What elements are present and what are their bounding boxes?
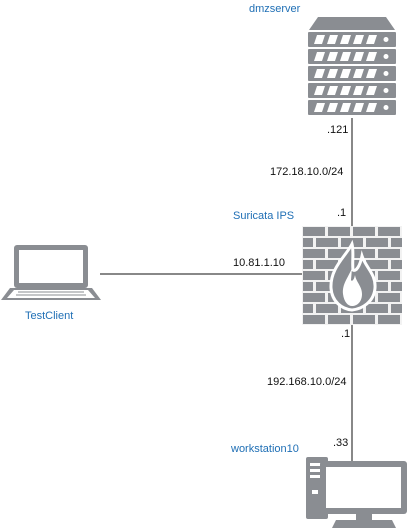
desktop-computer-icon[interactable] (306, 457, 407, 528)
firewall-brick (303, 238, 313, 247)
rack-slot (353, 103, 364, 112)
firewall-brick (303, 282, 313, 291)
lan-host-ip-label: .33 (333, 437, 348, 449)
dmz-host-ip-label: .121 (327, 124, 348, 136)
firewall-brick (353, 315, 375, 324)
firewall-brick (391, 238, 402, 247)
rack-slot (366, 103, 377, 112)
rack-slot (340, 103, 351, 112)
rack-slot (340, 86, 351, 95)
rack-slot (366, 35, 377, 44)
rack-slot (314, 35, 325, 44)
testclient-label: TestClient (25, 310, 73, 322)
rack-slot (327, 35, 338, 44)
dmz-subnet-label: 172.18.10.0/24 (270, 166, 343, 178)
firewall-brick (316, 304, 338, 313)
firewall-brick (378, 249, 400, 258)
rack-slot (327, 103, 338, 112)
firewall-brick (328, 315, 350, 324)
firewall-brick (303, 271, 325, 280)
rack-slot (327, 86, 338, 95)
firewall-brick (391, 304, 402, 313)
rack-slot (366, 52, 377, 61)
rack-slot (314, 69, 325, 78)
firewall-brick (303, 293, 325, 302)
firewall-brick (303, 227, 325, 236)
rack-slot (327, 69, 338, 78)
firewall-brick (366, 238, 388, 247)
firewall-brick (378, 293, 400, 302)
firewall-brick (378, 227, 400, 236)
firewall-brick (316, 260, 338, 269)
firewall-brick (378, 315, 400, 324)
firewall-brick (303, 260, 313, 269)
firewall-brick (316, 282, 338, 291)
rack-slot (366, 69, 377, 78)
firewall-brick (316, 238, 338, 247)
flame-icon (329, 239, 377, 312)
firewall-brick (328, 249, 350, 258)
firewall-brick (391, 260, 402, 269)
rack-slot (340, 52, 351, 61)
lan-subnet-label: 192.168.10.0/24 (267, 376, 347, 388)
laptop-icon[interactable] (1, 245, 101, 300)
rack-led (383, 54, 389, 59)
workstation-label: workstation10 (230, 443, 299, 455)
firewall-icon[interactable] (302, 226, 402, 325)
firewall-brick (366, 260, 388, 269)
rack-slot (353, 69, 364, 78)
firewall-brick (353, 227, 375, 236)
firewall-brick (303, 249, 325, 258)
lan-gateway-ip-label: .1 (341, 328, 350, 340)
rack-led (383, 37, 389, 42)
firewall-label: Suricata IPS (233, 210, 294, 222)
firewall-brick (328, 227, 350, 236)
dmz-gateway-ip-label: .1 (337, 207, 346, 219)
rack-slot (314, 103, 325, 112)
dmzserver-label: dmzserver (249, 3, 301, 15)
rack-slot (340, 69, 351, 78)
rack-led (383, 105, 389, 110)
rack-slot (314, 86, 325, 95)
firewall-brick (303, 315, 325, 324)
rack-slot (366, 86, 377, 95)
rack-led (383, 71, 389, 76)
client-ip-label: 10.81.1.10 (233, 257, 285, 269)
rack-led (383, 88, 389, 93)
rack-slot (314, 52, 325, 61)
firewall-brick (391, 282, 402, 291)
rack-slot (327, 52, 338, 61)
rack-slot (353, 86, 364, 95)
firewall-brick (303, 304, 313, 313)
firewall-brick (366, 304, 388, 313)
rack-slot (353, 52, 364, 61)
rack-slot (353, 35, 364, 44)
firewall-brick (378, 271, 400, 280)
firewall-brick (366, 282, 388, 291)
server-rack-icon[interactable] (308, 17, 396, 115)
firewall-brick (353, 249, 375, 258)
rack-slot (340, 35, 351, 44)
